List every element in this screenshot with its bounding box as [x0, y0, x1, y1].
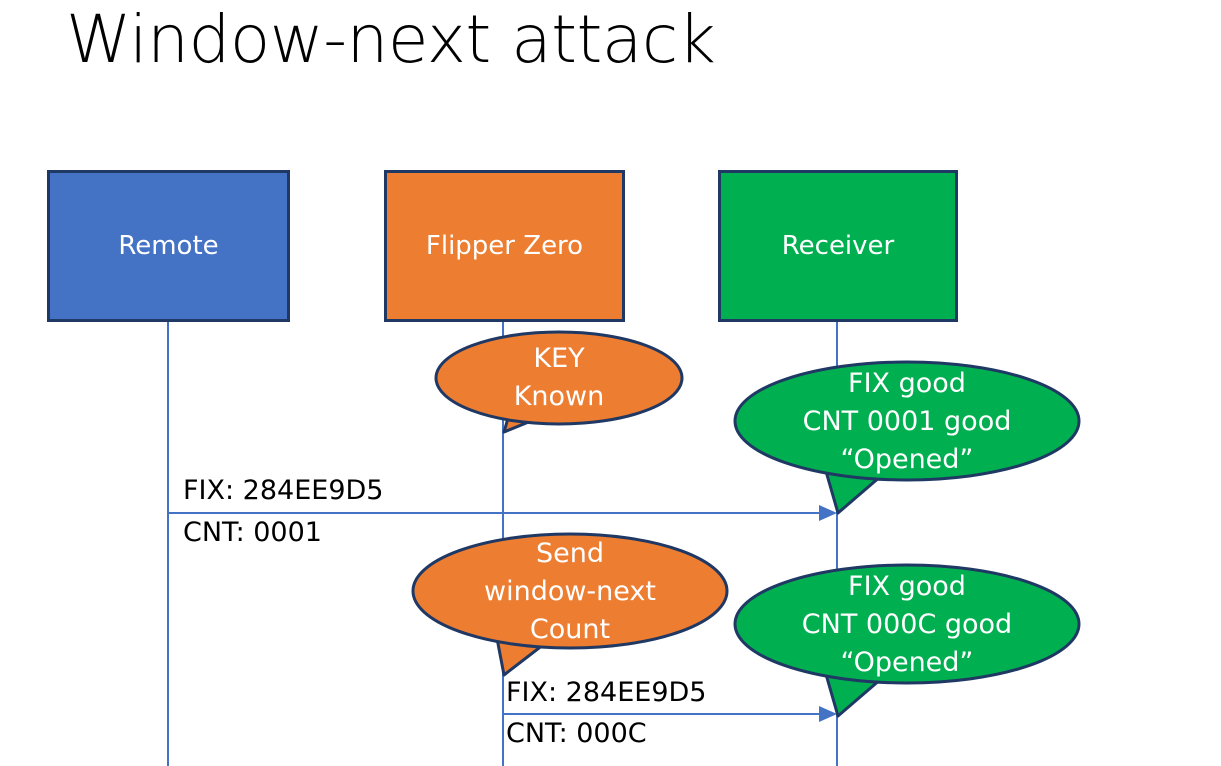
actor-box-receiver[interactable]: Receiver	[718, 170, 958, 322]
callout-key-known	[434, 330, 684, 434]
actor-box-flipper[interactable]: Flipper Zero	[384, 170, 625, 322]
actor-label-flipper: Flipper Zero	[425, 231, 584, 261]
callout-receiver-ack-2	[733, 563, 1081, 718]
message-arrow-1-head	[819, 505, 837, 521]
callout-receiver-ack-1-body	[733, 360, 1081, 482]
callout-key-known-body	[434, 330, 684, 426]
message-2-cnt-label: CNT: 000C	[506, 718, 647, 749]
callout-receiver-ack-1	[733, 360, 1081, 515]
page-title: Window-next attack	[66, 1, 716, 78]
message-1-fix-label: FIX: 284EE9D5	[183, 475, 384, 506]
message-2-fix-label: FIX: 284EE9D5	[506, 677, 707, 708]
message-arrow-2-head	[819, 706, 837, 722]
callout-receiver-ack-2-body	[733, 563, 1081, 685]
message-1-cnt-label: CNT: 0001	[183, 517, 322, 548]
callout-send-window-next	[411, 532, 729, 677]
actor-box-remote[interactable]: Remote	[47, 170, 290, 322]
actor-label-remote: Remote	[118, 231, 219, 261]
actor-label-receiver: Receiver	[781, 231, 895, 261]
callout-send-window-next-body	[411, 532, 729, 650]
